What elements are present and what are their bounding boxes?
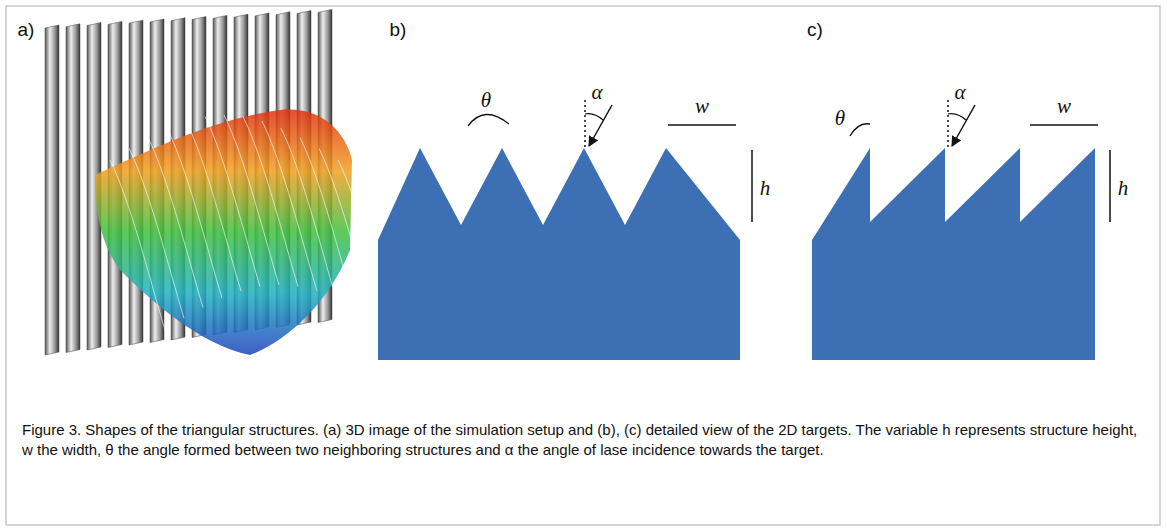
- field-ridges: [110, 115, 393, 330]
- height-bar: [1109, 150, 1111, 222]
- field-ridge: [148, 138, 203, 308]
- frame: [6, 6, 1160, 525]
- angle-symbol: θ: [481, 88, 491, 113]
- panel-letter: a): [18, 19, 35, 41]
- angle-symbol: α: [954, 80, 965, 105]
- field-ridge: [167, 128, 222, 298]
- field-ridge: [186, 121, 241, 291]
- alpha-arc: [948, 114, 966, 120]
- field-surface: [95, 110, 352, 355]
- dimension-symbol: w: [695, 94, 709, 119]
- theta-arc: [468, 114, 509, 126]
- alpha-arc: [585, 114, 603, 120]
- field-ridge: [243, 117, 298, 287]
- width-bar: [668, 124, 736, 126]
- slab: [45, 25, 59, 355]
- sawtooth-target: [812, 148, 1095, 360]
- angle-symbol: θ: [835, 106, 845, 131]
- normal-line: [584, 100, 586, 148]
- laser-arrow: [952, 105, 975, 146]
- field-ridge: [129, 148, 184, 318]
- field-ridge: [110, 160, 165, 330]
- triangle-target: [378, 148, 740, 360]
- laser-arrow: [589, 105, 612, 146]
- field-ridge: [300, 138, 355, 308]
- normal-line: [947, 100, 949, 150]
- slab: [66, 24, 80, 353]
- figure-caption: Figure 3. Shapes of the triangular struc…: [22, 420, 1142, 459]
- theta-arc: [850, 124, 870, 136]
- panel-letter: b): [390, 19, 407, 41]
- field-ridge: [205, 117, 260, 287]
- field-ridge: [319, 148, 374, 318]
- height-bar: [751, 150, 753, 222]
- dimension-symbol: h: [1118, 176, 1129, 201]
- dimension-symbol: w: [1057, 94, 1071, 119]
- panel-letter: c): [807, 19, 823, 41]
- width-bar: [1030, 124, 1098, 126]
- dimension-symbol: h: [760, 176, 771, 201]
- angle-symbol: α: [591, 80, 602, 105]
